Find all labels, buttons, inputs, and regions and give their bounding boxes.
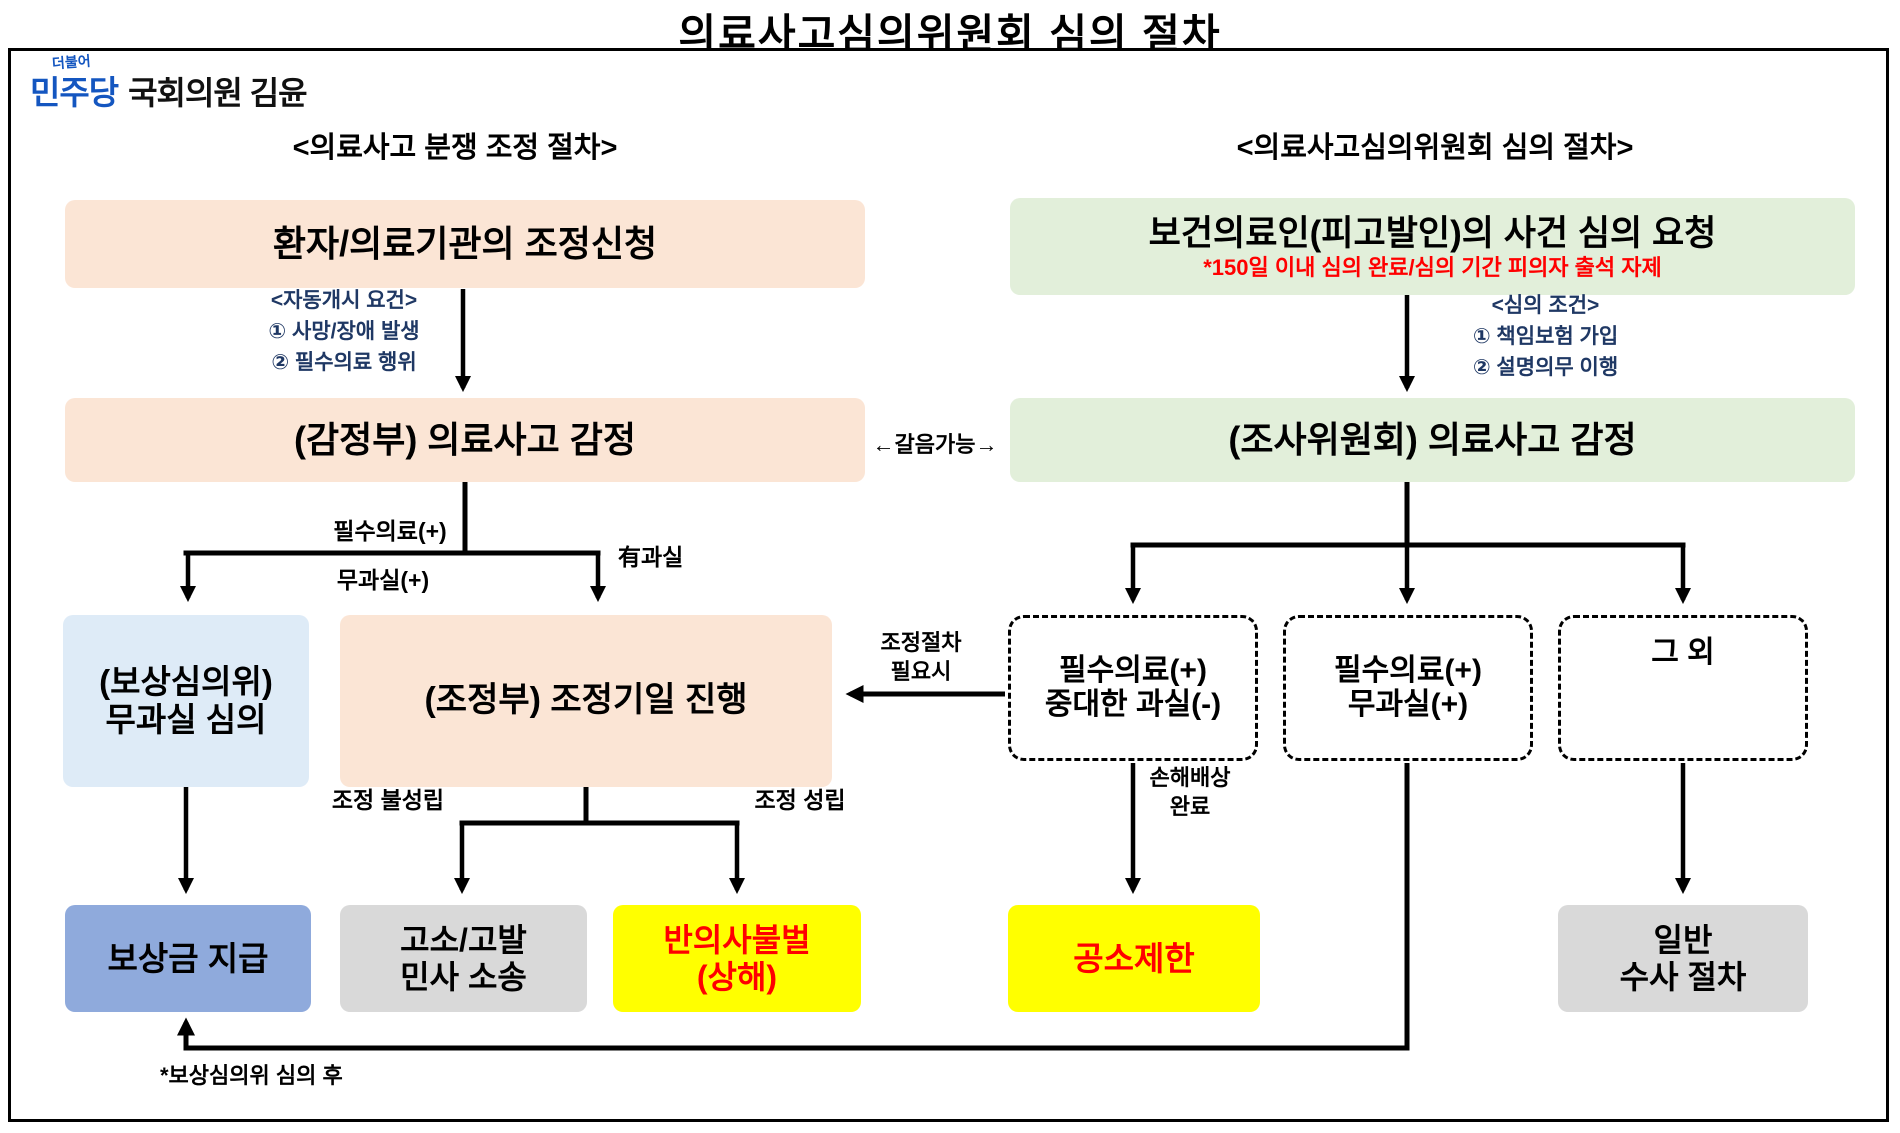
label-if-mediation-needed: 조정절차 필요시 xyxy=(880,630,962,684)
logo-deobureo-script: 더불어 xyxy=(51,52,92,72)
node-no-punishment-against-will: 반의사불벌 (상해) xyxy=(613,905,861,1012)
node-lawsuit: 고소/고발 민사 소송 xyxy=(340,905,587,1012)
node-appraisal-dept: (감정부) 의료사고 감정 xyxy=(65,398,865,482)
node-compensation-payment: 보상금 지급 xyxy=(65,905,311,1012)
node-general-investigation: 일반 수사 절차 xyxy=(1558,905,1808,1012)
node-case-essential-no-fault: 필수의료(+) 무과실(+) xyxy=(1283,615,1533,761)
node-prosecution-restriction: 공소제한 xyxy=(1008,905,1260,1012)
node-mediation-application: 환자/의료기관의 조정신청 xyxy=(65,200,865,288)
label-with-fault: 有과실 xyxy=(618,544,684,570)
node-review-request: 보건의료인(피고발인)의 사건 심의 요청 *150일 이내 심의 완료/심의 … xyxy=(1010,198,1855,295)
right-column-header: <의료사고심의위원회 심의 절차> xyxy=(1236,132,1634,164)
node-mediation-dept: (조정부) 조정기일 진행 xyxy=(340,615,832,787)
note-item: ② 설명의무 이행 xyxy=(1472,356,1619,379)
label-substitutable: ←갈음가능→ xyxy=(872,432,998,457)
note-title: <심의 조건> xyxy=(1491,294,1600,317)
footnote-after-review: *보상심의위 심의 후 xyxy=(160,1063,343,1088)
review-deadline-note: *150일 이내 심의 완료/심의 기간 피의자 출석 자제 xyxy=(1203,255,1662,281)
node-investigation-committee: (조사위원회) 의료사고 감정 xyxy=(1010,398,1855,482)
label-mediation-success: 조정 성립 xyxy=(754,787,846,813)
node-case-other: 그 외 xyxy=(1558,615,1808,761)
label-mediation-failed: 조정 불성립 xyxy=(331,787,445,813)
note-item: ① 책임보험 가입 xyxy=(1472,325,1619,348)
note-item: ② 필수의료 행위 xyxy=(271,351,417,374)
node-compensation-committee: (보상심의위) 무과실 심의 xyxy=(63,615,309,787)
note-item: ① 사망/장애 발생 xyxy=(268,320,420,343)
logo-member-name: 국회의원 김윤 xyxy=(128,75,308,111)
review-conditions-note: <심의 조건> ① 책임보험 가입 ② 설명의무 이행 xyxy=(1428,290,1663,383)
logo-party-name: 민주당 xyxy=(30,74,119,111)
auto-start-conditions-note: <자동개시 요건> ① 사망/장애 발생 ② 필수의료 행위 xyxy=(233,285,455,378)
label-essential-medical: 필수의료(+) xyxy=(333,518,447,544)
note-title: <자동개시 요건> xyxy=(270,289,418,312)
label-no-fault: 무과실(+) xyxy=(336,567,430,593)
left-column-header: <의료사고 분쟁 조정 절차> xyxy=(292,132,618,164)
node-case-essential-no-gross-negligence: 필수의료(+) 중대한 과실(-) xyxy=(1008,615,1258,761)
label-damages-completed: 손해배상 완료 xyxy=(1149,765,1231,819)
